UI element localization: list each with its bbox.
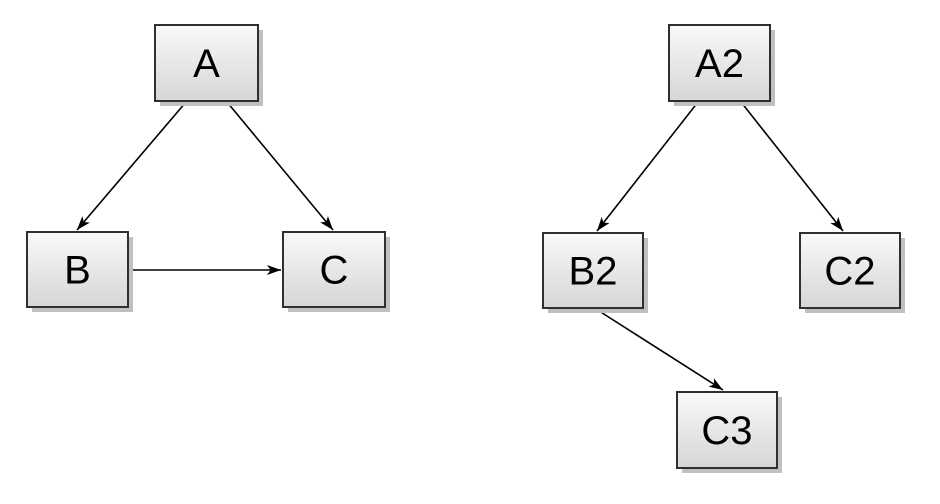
node-C3[interactable]: C3 bbox=[676, 391, 782, 473]
node-label: C3 bbox=[701, 409, 752, 453]
node-rect bbox=[799, 232, 901, 309]
node-rect bbox=[282, 231, 386, 308]
edge-A2-B2 bbox=[596, 101, 699, 232]
node-label: A bbox=[193, 42, 220, 86]
node-rect bbox=[676, 391, 778, 469]
edge-A-B bbox=[76, 101, 187, 231]
edge-B2-C3 bbox=[595, 308, 724, 391]
node-B[interactable]: B bbox=[26, 231, 133, 312]
node-rect bbox=[668, 24, 771, 102]
node-label: B bbox=[64, 249, 91, 293]
node-label: B2 bbox=[569, 250, 618, 294]
node-A[interactable]: A bbox=[154, 24, 263, 106]
node-B2[interactable]: B2 bbox=[542, 232, 648, 313]
edge-layer bbox=[76, 101, 844, 391]
node-rect bbox=[26, 231, 129, 308]
node-label: C bbox=[320, 249, 349, 293]
node-C[interactable]: C bbox=[282, 231, 390, 312]
node-C2[interactable]: C2 bbox=[799, 232, 905, 313]
node-A2[interactable]: A2 bbox=[668, 24, 775, 106]
node-rect bbox=[154, 24, 259, 102]
edge-A2-C2 bbox=[740, 101, 844, 232]
node-label: A2 bbox=[695, 42, 744, 86]
node-rect bbox=[542, 232, 644, 309]
node-label: C2 bbox=[824, 250, 875, 294]
edge-A-C bbox=[226, 101, 334, 231]
